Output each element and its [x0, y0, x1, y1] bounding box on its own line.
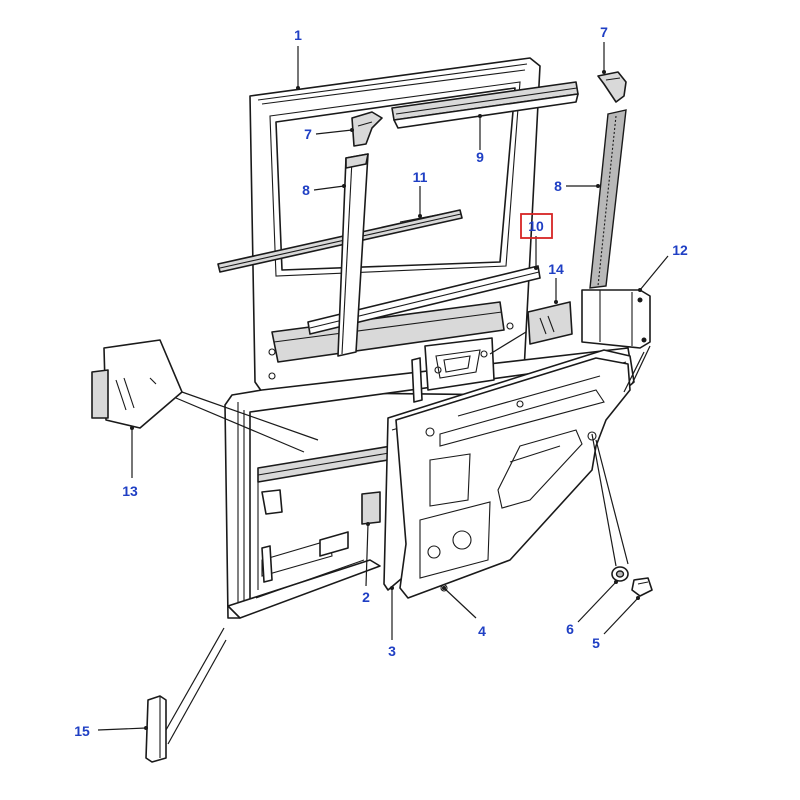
callout-6[interactable]: 6	[566, 621, 574, 637]
callout-8-left[interactable]: 8	[302, 182, 310, 198]
waist-seal-strip[interactable]	[217, 209, 463, 273]
screw[interactable]	[631, 577, 653, 597]
corner-bracket-right[interactable]	[597, 71, 627, 103]
lock-bracket[interactable]	[581, 289, 651, 349]
callout-14[interactable]: 14	[548, 261, 564, 277]
callout-4[interactable]: 4	[478, 623, 486, 639]
callout-labels: 1 2 3 4 5 6 7 7 8 8 9 10 11 12 13 14 15	[74, 24, 688, 739]
callout-2[interactable]: 2	[362, 589, 370, 605]
vertical-seal-right[interactable]	[589, 109, 627, 289]
small-glass-pane[interactable]	[527, 301, 573, 345]
callout-10-highlight-box	[520, 213, 553, 239]
callout-11[interactable]: 11	[413, 169, 428, 185]
callout-7-right[interactable]: 7	[600, 24, 608, 40]
corner-bracket-left[interactable]	[351, 111, 383, 147]
callout-9[interactable]: 9	[476, 149, 484, 165]
callout-12[interactable]: 12	[672, 242, 688, 258]
leader-lines	[97, 42, 669, 745]
callout-13[interactable]: 13	[122, 483, 138, 499]
callout-3[interactable]: 3	[388, 643, 396, 659]
washer[interactable]	[611, 566, 629, 582]
callout-5[interactable]: 5	[592, 635, 600, 651]
callout-7-left[interactable]: 7	[304, 126, 312, 142]
callout-15[interactable]: 15	[74, 723, 90, 739]
door-stop-block[interactable]	[145, 695, 167, 763]
callout-8-right[interactable]: 8	[554, 178, 562, 194]
cover-panel-left[interactable]	[91, 339, 183, 429]
callout-10[interactable]: 10	[528, 218, 544, 234]
trim-clip[interactable]	[361, 491, 381, 525]
vertical-channel-left[interactable]	[337, 153, 369, 357]
callout-1[interactable]: 1	[294, 27, 302, 43]
top-glass-channel[interactable]	[391, 81, 579, 129]
inner-door-panel[interactable]	[395, 357, 631, 599]
